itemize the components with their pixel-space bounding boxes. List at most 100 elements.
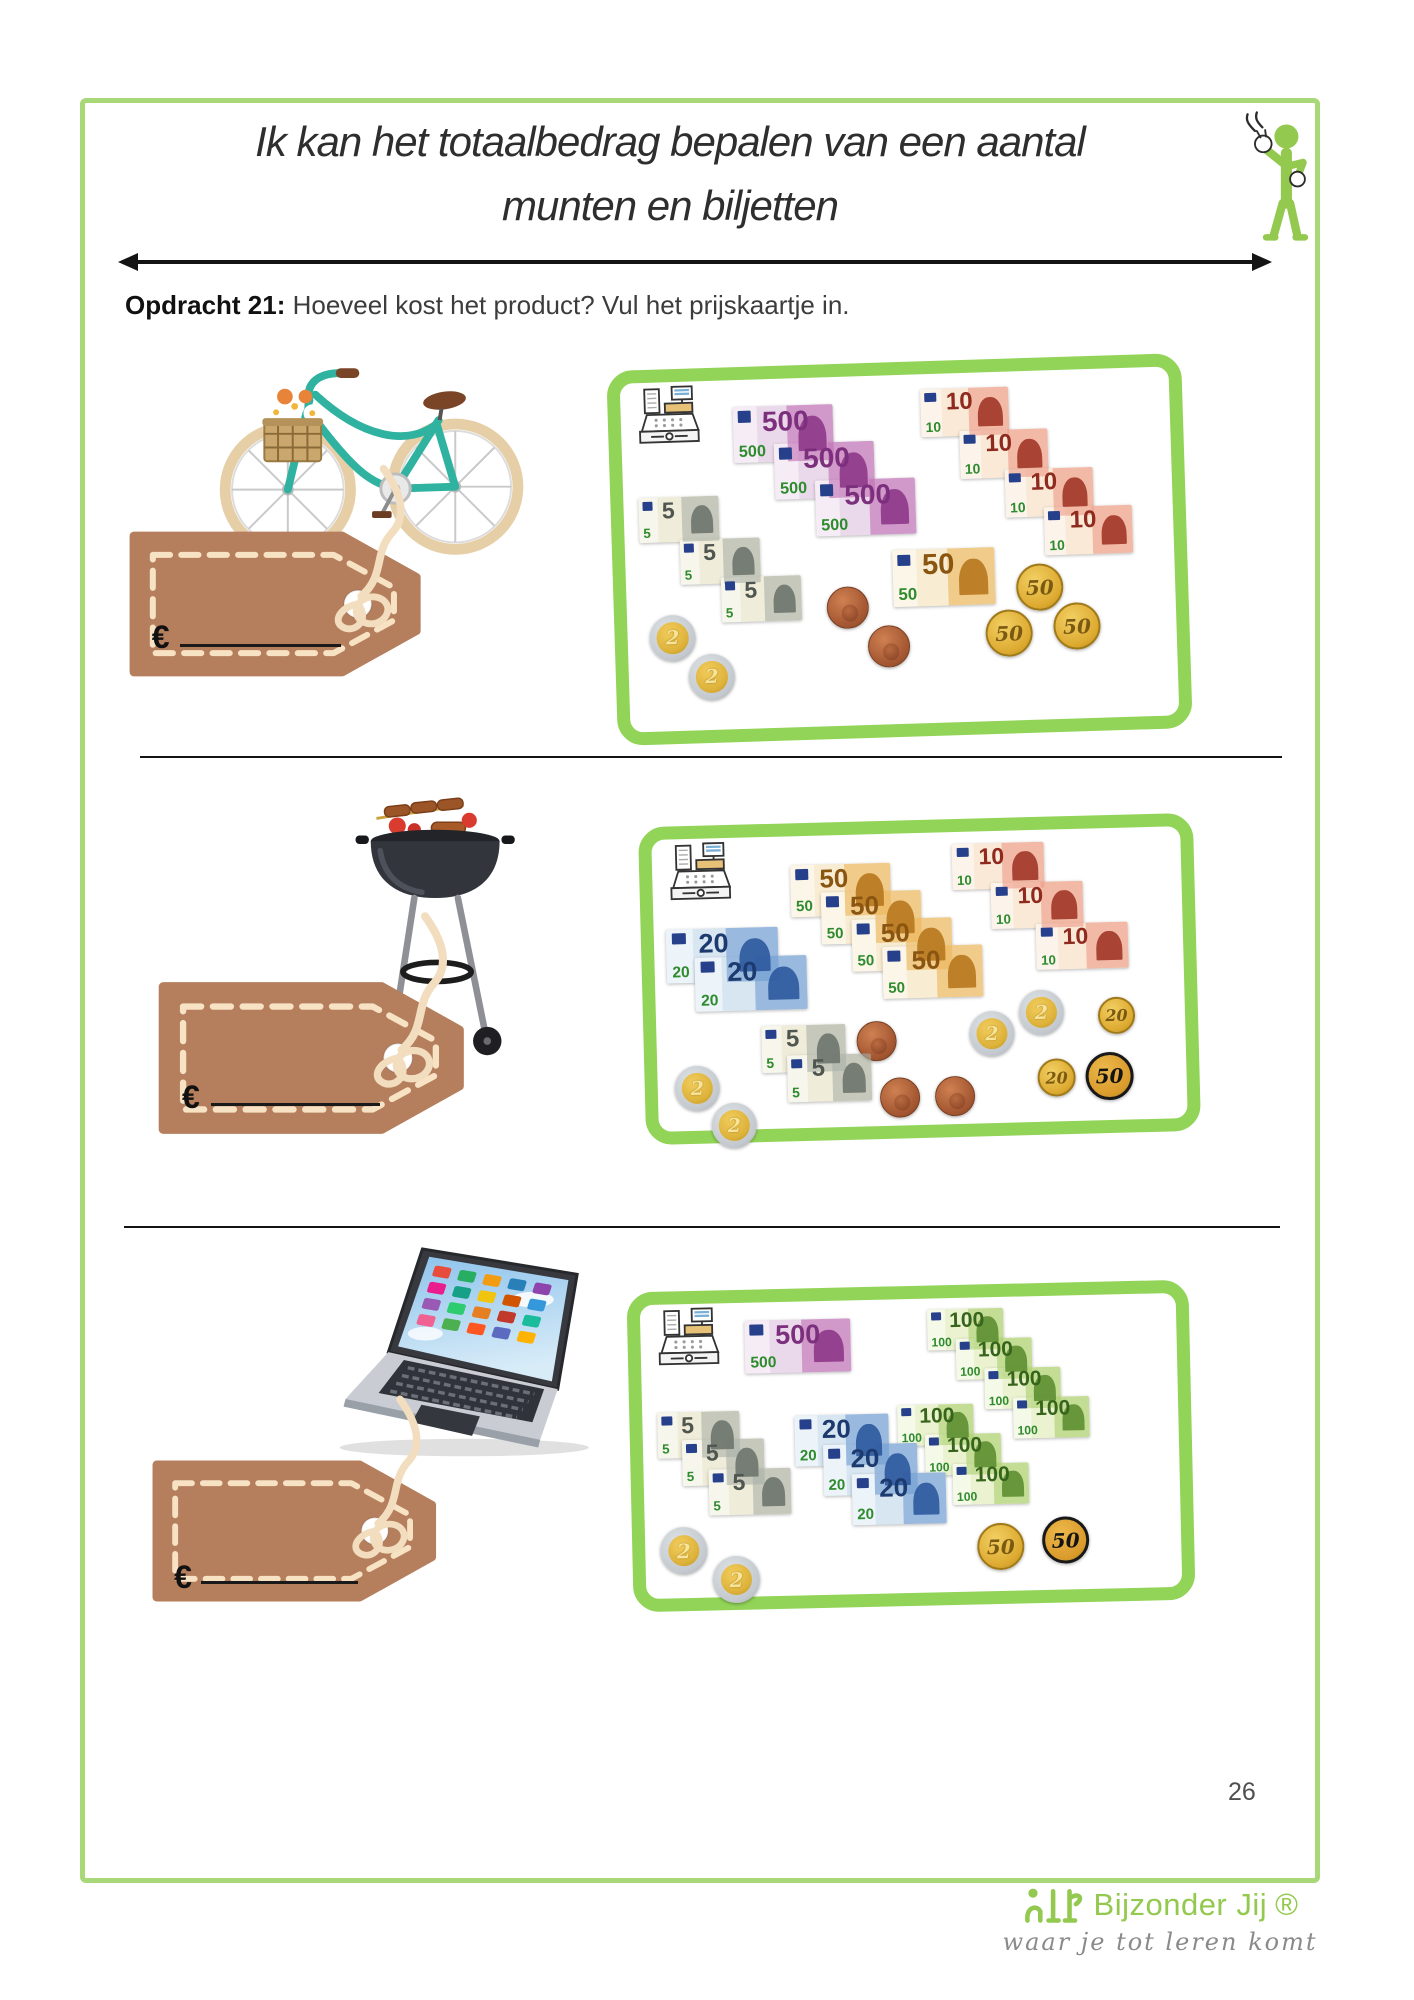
price-tag-shape: [127, 528, 437, 680]
eu-flag-chip: [778, 447, 793, 460]
arch-motif: [912, 1482, 940, 1515]
eu-flag-chip: [700, 961, 715, 973]
eu-flag-chip: [642, 501, 654, 511]
eu-flag-chip: [1009, 472, 1021, 483]
eu-flag-chip: [661, 1416, 673, 1426]
coin-2-euro: 2: [1018, 989, 1065, 1036]
eu-flag-chip: [749, 1324, 764, 1336]
brand-tagline: waar je tot leren komt: [1002, 1928, 1318, 1956]
page-number: 26: [1228, 1778, 1256, 1806]
eu-flag-chip: [928, 1437, 939, 1447]
title-line-2: munten en biljetten: [502, 182, 839, 229]
coin-2-euro: 2: [674, 1065, 721, 1112]
eu-flag-chip: [1040, 927, 1053, 937]
arch-motif: [761, 1477, 786, 1507]
eu-flag-chip: [671, 933, 687, 945]
eu-flag-chip: [930, 1312, 941, 1321]
eu-flag-chip: [988, 1371, 999, 1380]
section-divider-2: [124, 1226, 1280, 1228]
price-write-in-line[interactable]: [179, 643, 341, 647]
laptop-image: [339, 1247, 589, 1457]
coin-20-cent: 20: [1037, 1057, 1077, 1097]
coin-20-cent: 20: [1097, 996, 1136, 1035]
assignment-line: Opdracht 21: Hoeveel kost het product? V…: [125, 290, 850, 321]
arch-motif: [841, 1062, 867, 1093]
eu-flag-chip: [1016, 1400, 1027, 1410]
title-line-1: Ik kan het totaalbedrag bepalen van een …: [255, 118, 1086, 165]
cash-register-icon: [670, 841, 732, 901]
coin-5-cent: [934, 1075, 976, 1117]
arrow-left-head: [118, 253, 138, 271]
cash-register-icon: [658, 1307, 720, 1366]
arch-motif: [767, 965, 800, 1001]
arch-motif: [1050, 890, 1078, 920]
eu-flag-chip: [825, 896, 840, 907]
eu-flag-chip: [737, 411, 751, 423]
coin-5-cent: [879, 1077, 921, 1119]
registered-mark: ®: [1275, 1887, 1299, 1922]
eu-flag-chip: [799, 1419, 812, 1430]
coin-50-cent: 50: [1052, 601, 1102, 651]
eu-flag-chip: [791, 1058, 803, 1069]
arch-motif: [1095, 930, 1123, 961]
arch-motif: [1062, 476, 1088, 508]
arch-motif: [977, 396, 1004, 427]
coin-2-euro: 2: [712, 1555, 761, 1604]
eu-flag-chip: [683, 543, 695, 553]
price-write-in-line[interactable]: [211, 1102, 381, 1106]
eu-flag-chip: [724, 580, 736, 591]
bicycle-image: [219, 368, 524, 558]
price-write-in-line[interactable]: [201, 1580, 359, 1585]
coin-50-cent: 50: [984, 608, 1034, 658]
eu-flag-chip: [900, 1408, 912, 1417]
coin-50-cent: 50: [1041, 1515, 1090, 1565]
price-currency-label: €: [151, 618, 170, 655]
page-title: Ik kan het totaalbedrag bepalen van een …: [110, 110, 1230, 238]
brand-logo-icon: [1024, 1888, 1082, 1923]
eu-flag-chip: [712, 1472, 724, 1483]
eu-flag-chip: [897, 554, 911, 567]
assignment-label: Opdracht 21:: [125, 290, 286, 320]
price-tag: €: [150, 1436, 452, 1626]
page-border-frame: [80, 98, 1320, 1883]
eu-flag-chip: [887, 950, 901, 962]
eu-flag-chip: [959, 1341, 970, 1351]
coin-2-euro: 2: [711, 1102, 758, 1149]
eu-flag-chip: [819, 484, 834, 497]
double-headed-arrow: [118, 253, 1272, 271]
arch-motif: [1101, 514, 1127, 545]
arch-motif: [1011, 851, 1039, 881]
eu-flag-chip: [924, 392, 937, 403]
coin-50-cent: 50: [1015, 562, 1064, 612]
cash-register-icon: [639, 385, 700, 444]
eu-flag-chip: [856, 1478, 869, 1489]
coin-2-euro: 2: [688, 653, 736, 701]
eu-flag-chip: [956, 847, 969, 857]
price-tag: €: [156, 973, 481, 1143]
eu-flag-chip: [963, 434, 976, 445]
price-tag: €: [127, 528, 437, 680]
eu-flag-chip: [765, 1029, 777, 1040]
coin-2-euro: 2: [968, 1010, 1016, 1057]
section-divider-1: [140, 756, 1282, 758]
coin-2-euro: 2: [648, 614, 697, 662]
coin-5-cent: [826, 586, 870, 630]
coin-50-cent: 50: [1084, 1051, 1135, 1101]
eu-flag-chip: [685, 1443, 697, 1453]
arch-motif: [690, 504, 714, 534]
assignment-text: Hoeveel kost het product? Vul het prijsk…: [292, 290, 850, 320]
eu-flag-chip: [956, 1467, 967, 1476]
snapping-fingers-person-icon: [1245, 111, 1309, 241]
